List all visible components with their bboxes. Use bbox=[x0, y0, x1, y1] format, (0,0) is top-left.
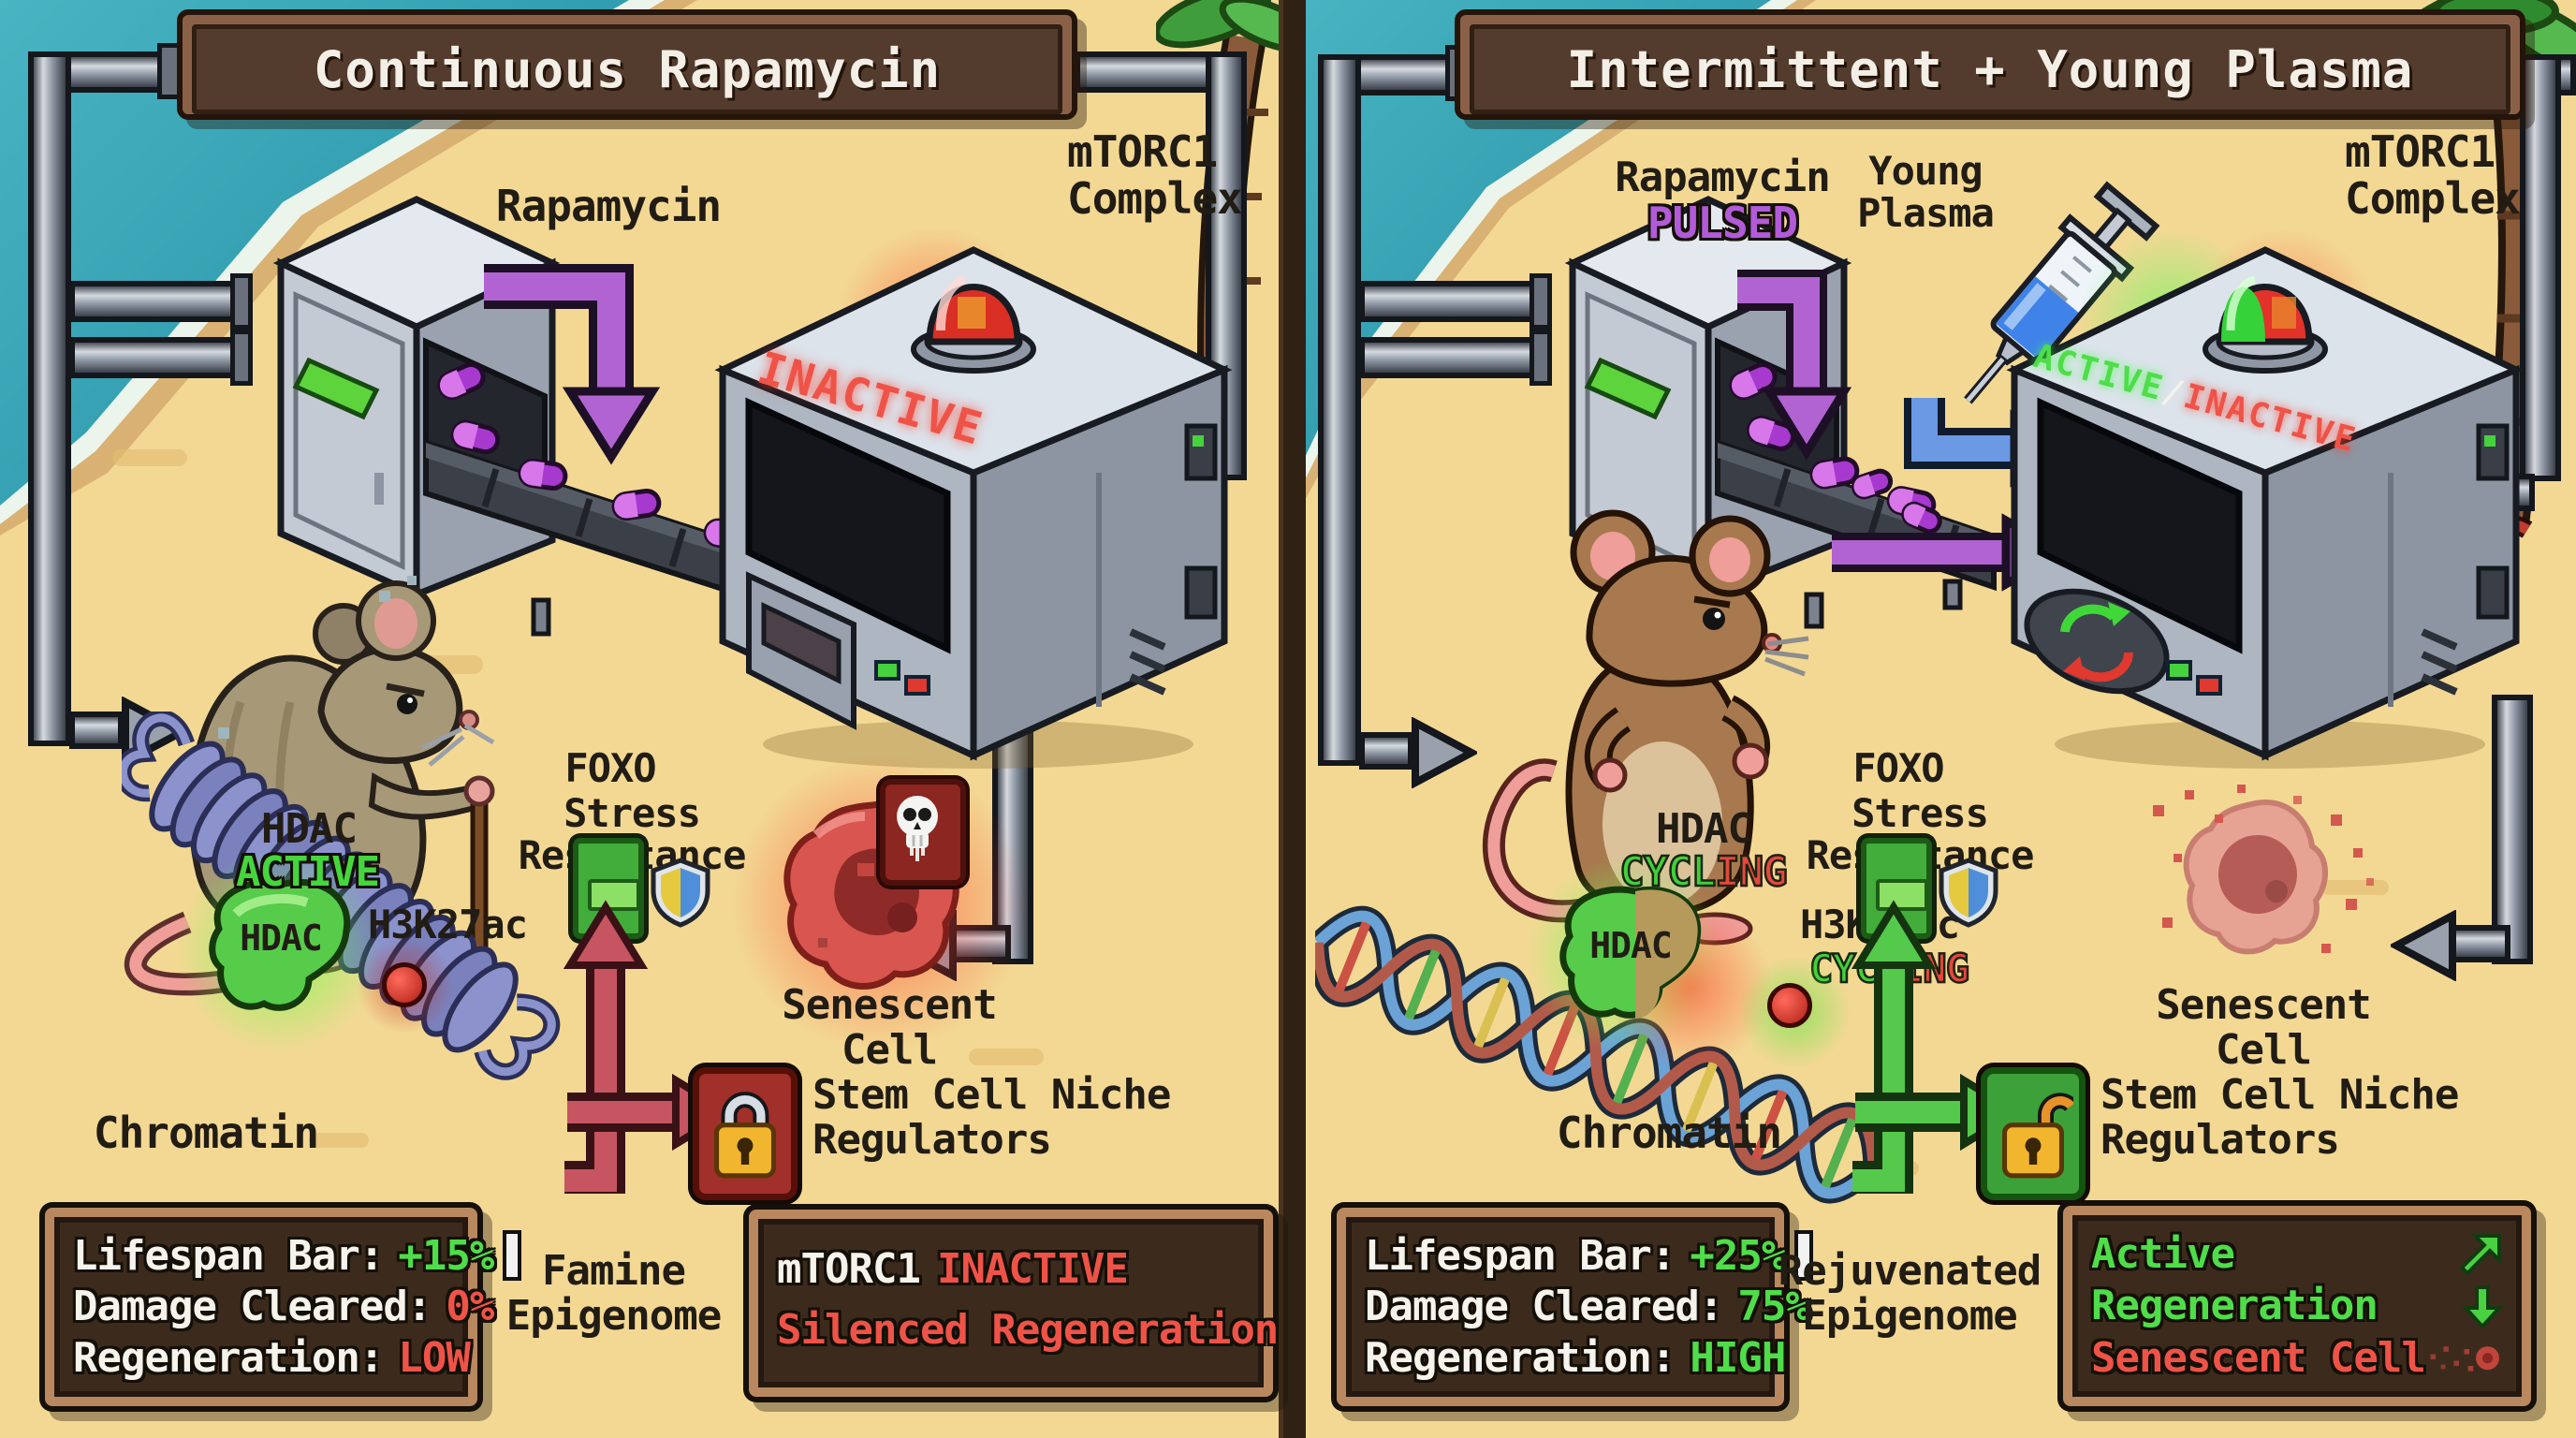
foxo-icon bbox=[1861, 838, 1932, 939]
foxo-label: FOXO bbox=[1852, 745, 1944, 791]
panel-title-sign: Intermittent + Young Plasma bbox=[1460, 15, 2520, 114]
siren-light-icon bbox=[911, 275, 1036, 374]
h3k27ac-label: H3K27ac bbox=[367, 902, 528, 947]
mtorc1-machine bbox=[2006, 246, 2525, 769]
unlock-icon bbox=[2002, 1093, 2073, 1179]
pipe-arrow-left-icon bbox=[2391, 910, 2456, 981]
hdac-enzyme bbox=[209, 878, 351, 1011]
lifespan-stats-panel: Lifespan Bar:+15% Damage Cleared:0% Rege… bbox=[45, 1208, 519, 1406]
h3k27ac-mark-icon bbox=[1767, 983, 1812, 1028]
regeneration-status-panel: Active Regeneration Senescent Cell bbox=[2063, 1206, 2531, 1406]
mtorc1-machine bbox=[714, 246, 1233, 769]
senescent-cell-label: Senescent Cell bbox=[2156, 981, 2371, 1074]
hdac-enzyme-label: HDAC bbox=[240, 917, 323, 959]
hdac-label: HDAC bbox=[1656, 805, 1752, 853]
senescent-cell-label: Senescent Cell bbox=[782, 981, 997, 1074]
chromatin-to-foxo-arrow bbox=[1851, 900, 1937, 1194]
panel-divider bbox=[1279, 0, 1306, 1438]
lifespan-bar-icon bbox=[1798, 1234, 1810, 1278]
senescent-cell-dissolving bbox=[2153, 785, 2374, 955]
cycle-indicator-panel bbox=[2024, 588, 2170, 695]
lifespan-bar-icon bbox=[506, 1234, 519, 1278]
skull-icon bbox=[897, 796, 938, 861]
panel-title-sign: Continuous Rapamycin bbox=[183, 15, 1072, 114]
chromatin-to-foxo-arrow bbox=[563, 900, 649, 1194]
chromatin-label: Chromatin bbox=[93, 1108, 319, 1158]
hdac-label: HDAC bbox=[261, 805, 358, 853]
stem-cell-lock-box bbox=[1981, 1067, 2086, 1200]
down-arrow-icon bbox=[2462, 1284, 2503, 1328]
chromatin-label: Chromatin bbox=[1556, 1108, 1782, 1158]
hdac-state: CYCLING bbox=[1603, 849, 1804, 896]
up-right-arrow-icon bbox=[2459, 1233, 2501, 1276]
pipe-arrow-right-icon bbox=[1412, 717, 1477, 788]
hdac-enzyme-label: HDAC bbox=[1589, 925, 1673, 966]
shield-icon bbox=[1939, 858, 1998, 928]
lifespan-stats-panel: Lifespan Bar:+25% Damage Cleared:75% Reg… bbox=[1337, 1208, 1810, 1406]
pill-icon bbox=[1851, 468, 1942, 535]
stem-cell-lock-box bbox=[693, 1067, 798, 1200]
lock-icon bbox=[714, 1092, 776, 1179]
panel-title: Intermittent + Young Plasma bbox=[1566, 39, 2414, 99]
rapamycin-pulse-arrow bbox=[1737, 270, 1852, 461]
h3k27ac-mark-icon bbox=[382, 962, 427, 1007]
rapamycin-state: PULSED bbox=[1647, 198, 1798, 248]
hdac-state: ACTIVE bbox=[236, 848, 380, 896]
rapamycin-label: Rapamycin bbox=[495, 181, 722, 231]
rapamycin-arrow bbox=[484, 264, 661, 465]
hdac-enzyme bbox=[1559, 886, 1702, 1019]
shield-icon bbox=[651, 858, 710, 928]
foxo-label: FOXO bbox=[564, 745, 656, 791]
senescent-cell-icon bbox=[2430, 1346, 2499, 1372]
panel-title: Continuous Rapamycin bbox=[313, 39, 942, 99]
siren-light-icon bbox=[2203, 275, 2328, 374]
skull-badge bbox=[880, 779, 966, 886]
rapamycin-label: Rapamycin bbox=[1615, 154, 1830, 201]
